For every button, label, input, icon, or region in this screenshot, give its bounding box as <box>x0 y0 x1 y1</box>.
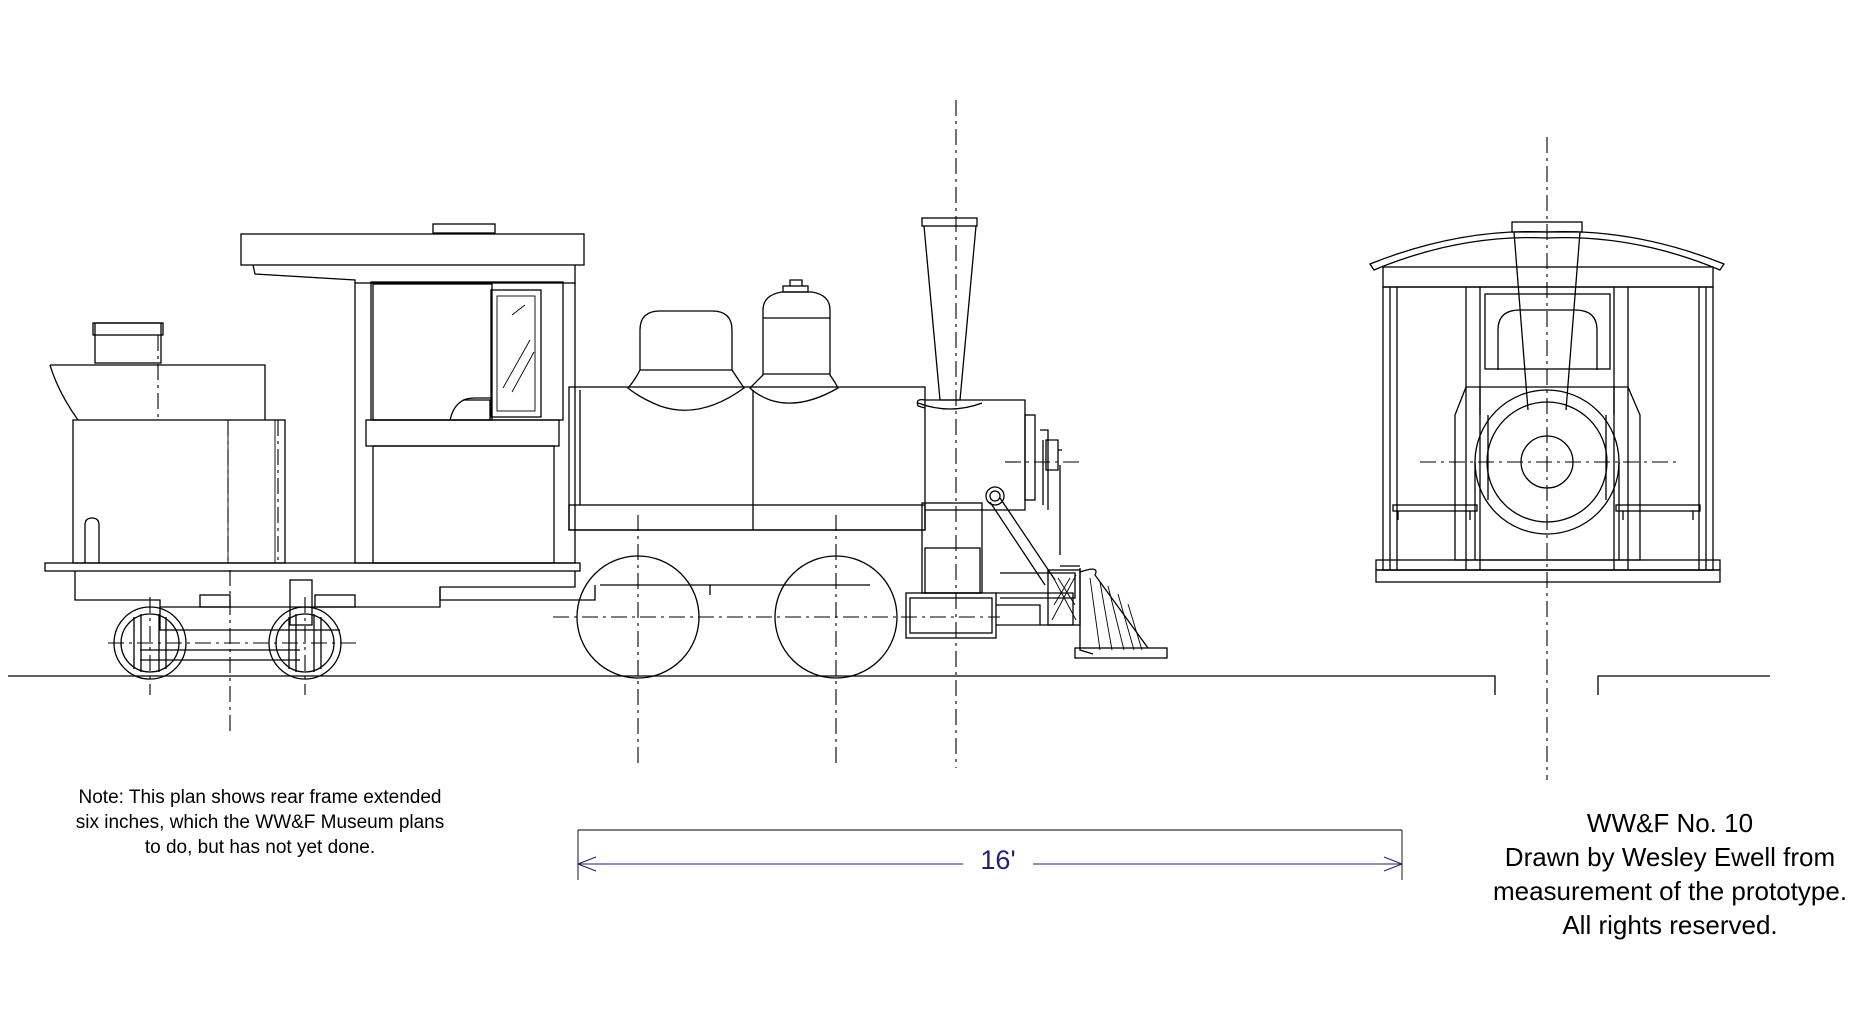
drawing-credit: WW&F No. 10 Drawn by Wesley Ewell from m… <box>1460 806 1870 942</box>
cylinder <box>905 502 1074 639</box>
side-elevation <box>8 100 1770 768</box>
valve-gear <box>600 486 1076 599</box>
note-line: six inches, which the WW&F Museum plans <box>75 812 445 833</box>
cab-window <box>490 289 542 418</box>
tender <box>49 322 286 564</box>
smokestack <box>917 217 983 410</box>
cab-roof <box>240 223 585 284</box>
credit-line: measurement of the prototype. <box>1492 876 1848 906</box>
plan-note: Note: This plan shows rear frame extende… <box>40 785 480 860</box>
pilot <box>1047 565 1168 659</box>
note-line: to do, but has not yet done. <box>144 837 376 858</box>
steam-dome <box>627 310 745 411</box>
dimension-16ft <box>577 829 1403 880</box>
boiler <box>568 386 1061 555</box>
note-line: Note: This plan shows rear frame extende… <box>78 787 442 808</box>
centre-lines <box>108 100 1080 768</box>
credit-title: WW&F No. 10 <box>1586 808 1754 838</box>
credit-line: All rights reserved. <box>1562 910 1778 940</box>
front-view <box>1369 137 1725 780</box>
rail-line-left <box>8 675 1770 695</box>
dimension-label: 16' <box>963 845 1033 876</box>
frame <box>44 562 596 661</box>
cab <box>354 281 576 564</box>
sand-dome <box>749 279 839 404</box>
headlight-bracket <box>1045 439 1062 471</box>
credit-line: Drawn by Wesley Ewell from <box>1504 842 1836 872</box>
